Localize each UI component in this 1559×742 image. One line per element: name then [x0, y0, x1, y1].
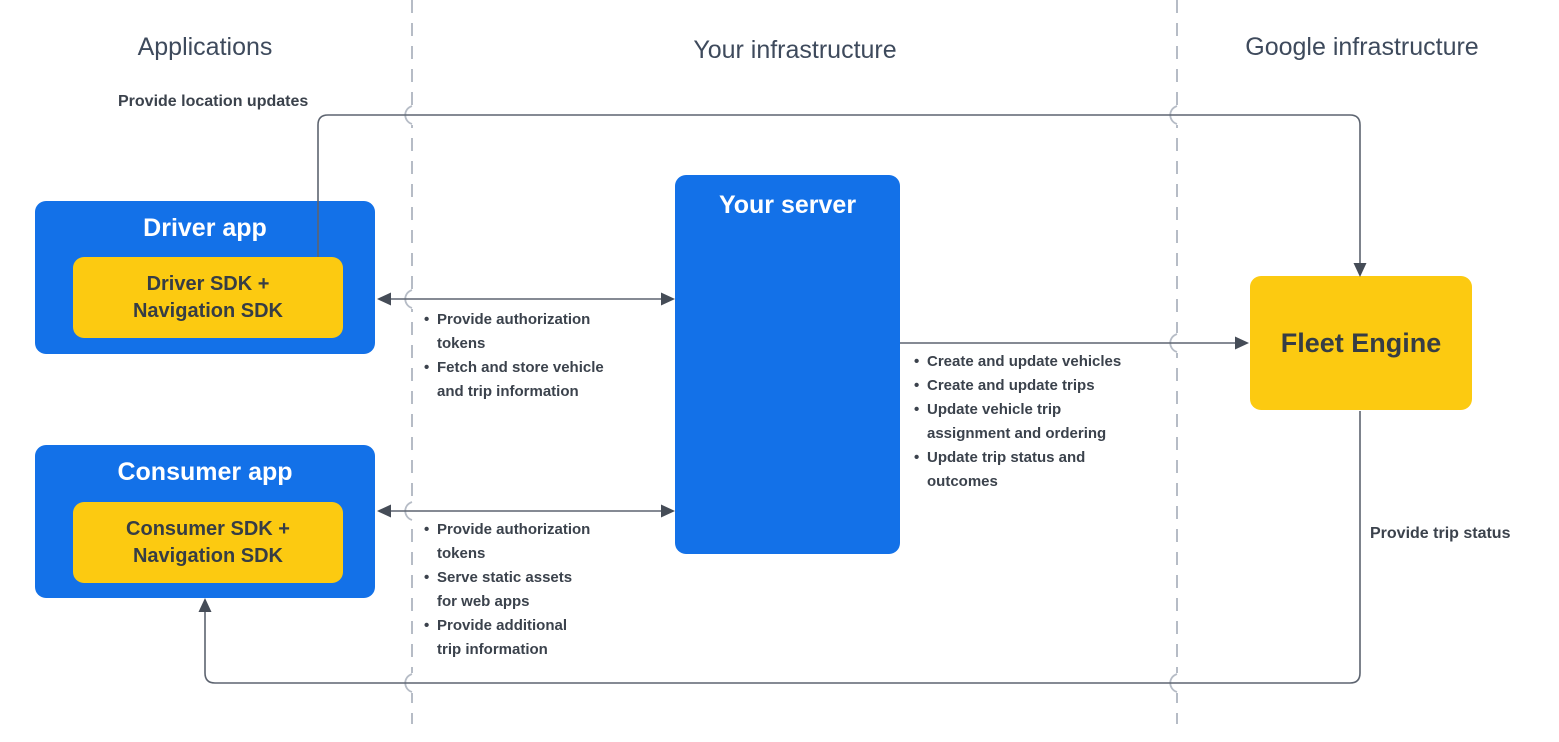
consumer-app-title: Consumer app: [117, 458, 293, 486]
fleet-engine-node: Fleet Engine: [1250, 276, 1472, 410]
driver-sdk-node: Driver SDK + Navigation SDK: [73, 257, 343, 338]
fleet-engine-title: Fleet Engine: [1280, 327, 1442, 358]
driver-sdk-label: Driver SDK + Navigation SDK: [132, 272, 284, 322]
consumer-sdk-node: Consumer SDK + Navigation SDK: [73, 502, 343, 583]
your-server-node: Your server: [675, 175, 900, 554]
consumer-sdk-label: Consumer SDK + Navigation SDK: [126, 517, 290, 567]
your-server-title: Your server: [718, 191, 857, 219]
driver-app-title: Driver app: [143, 214, 267, 242]
